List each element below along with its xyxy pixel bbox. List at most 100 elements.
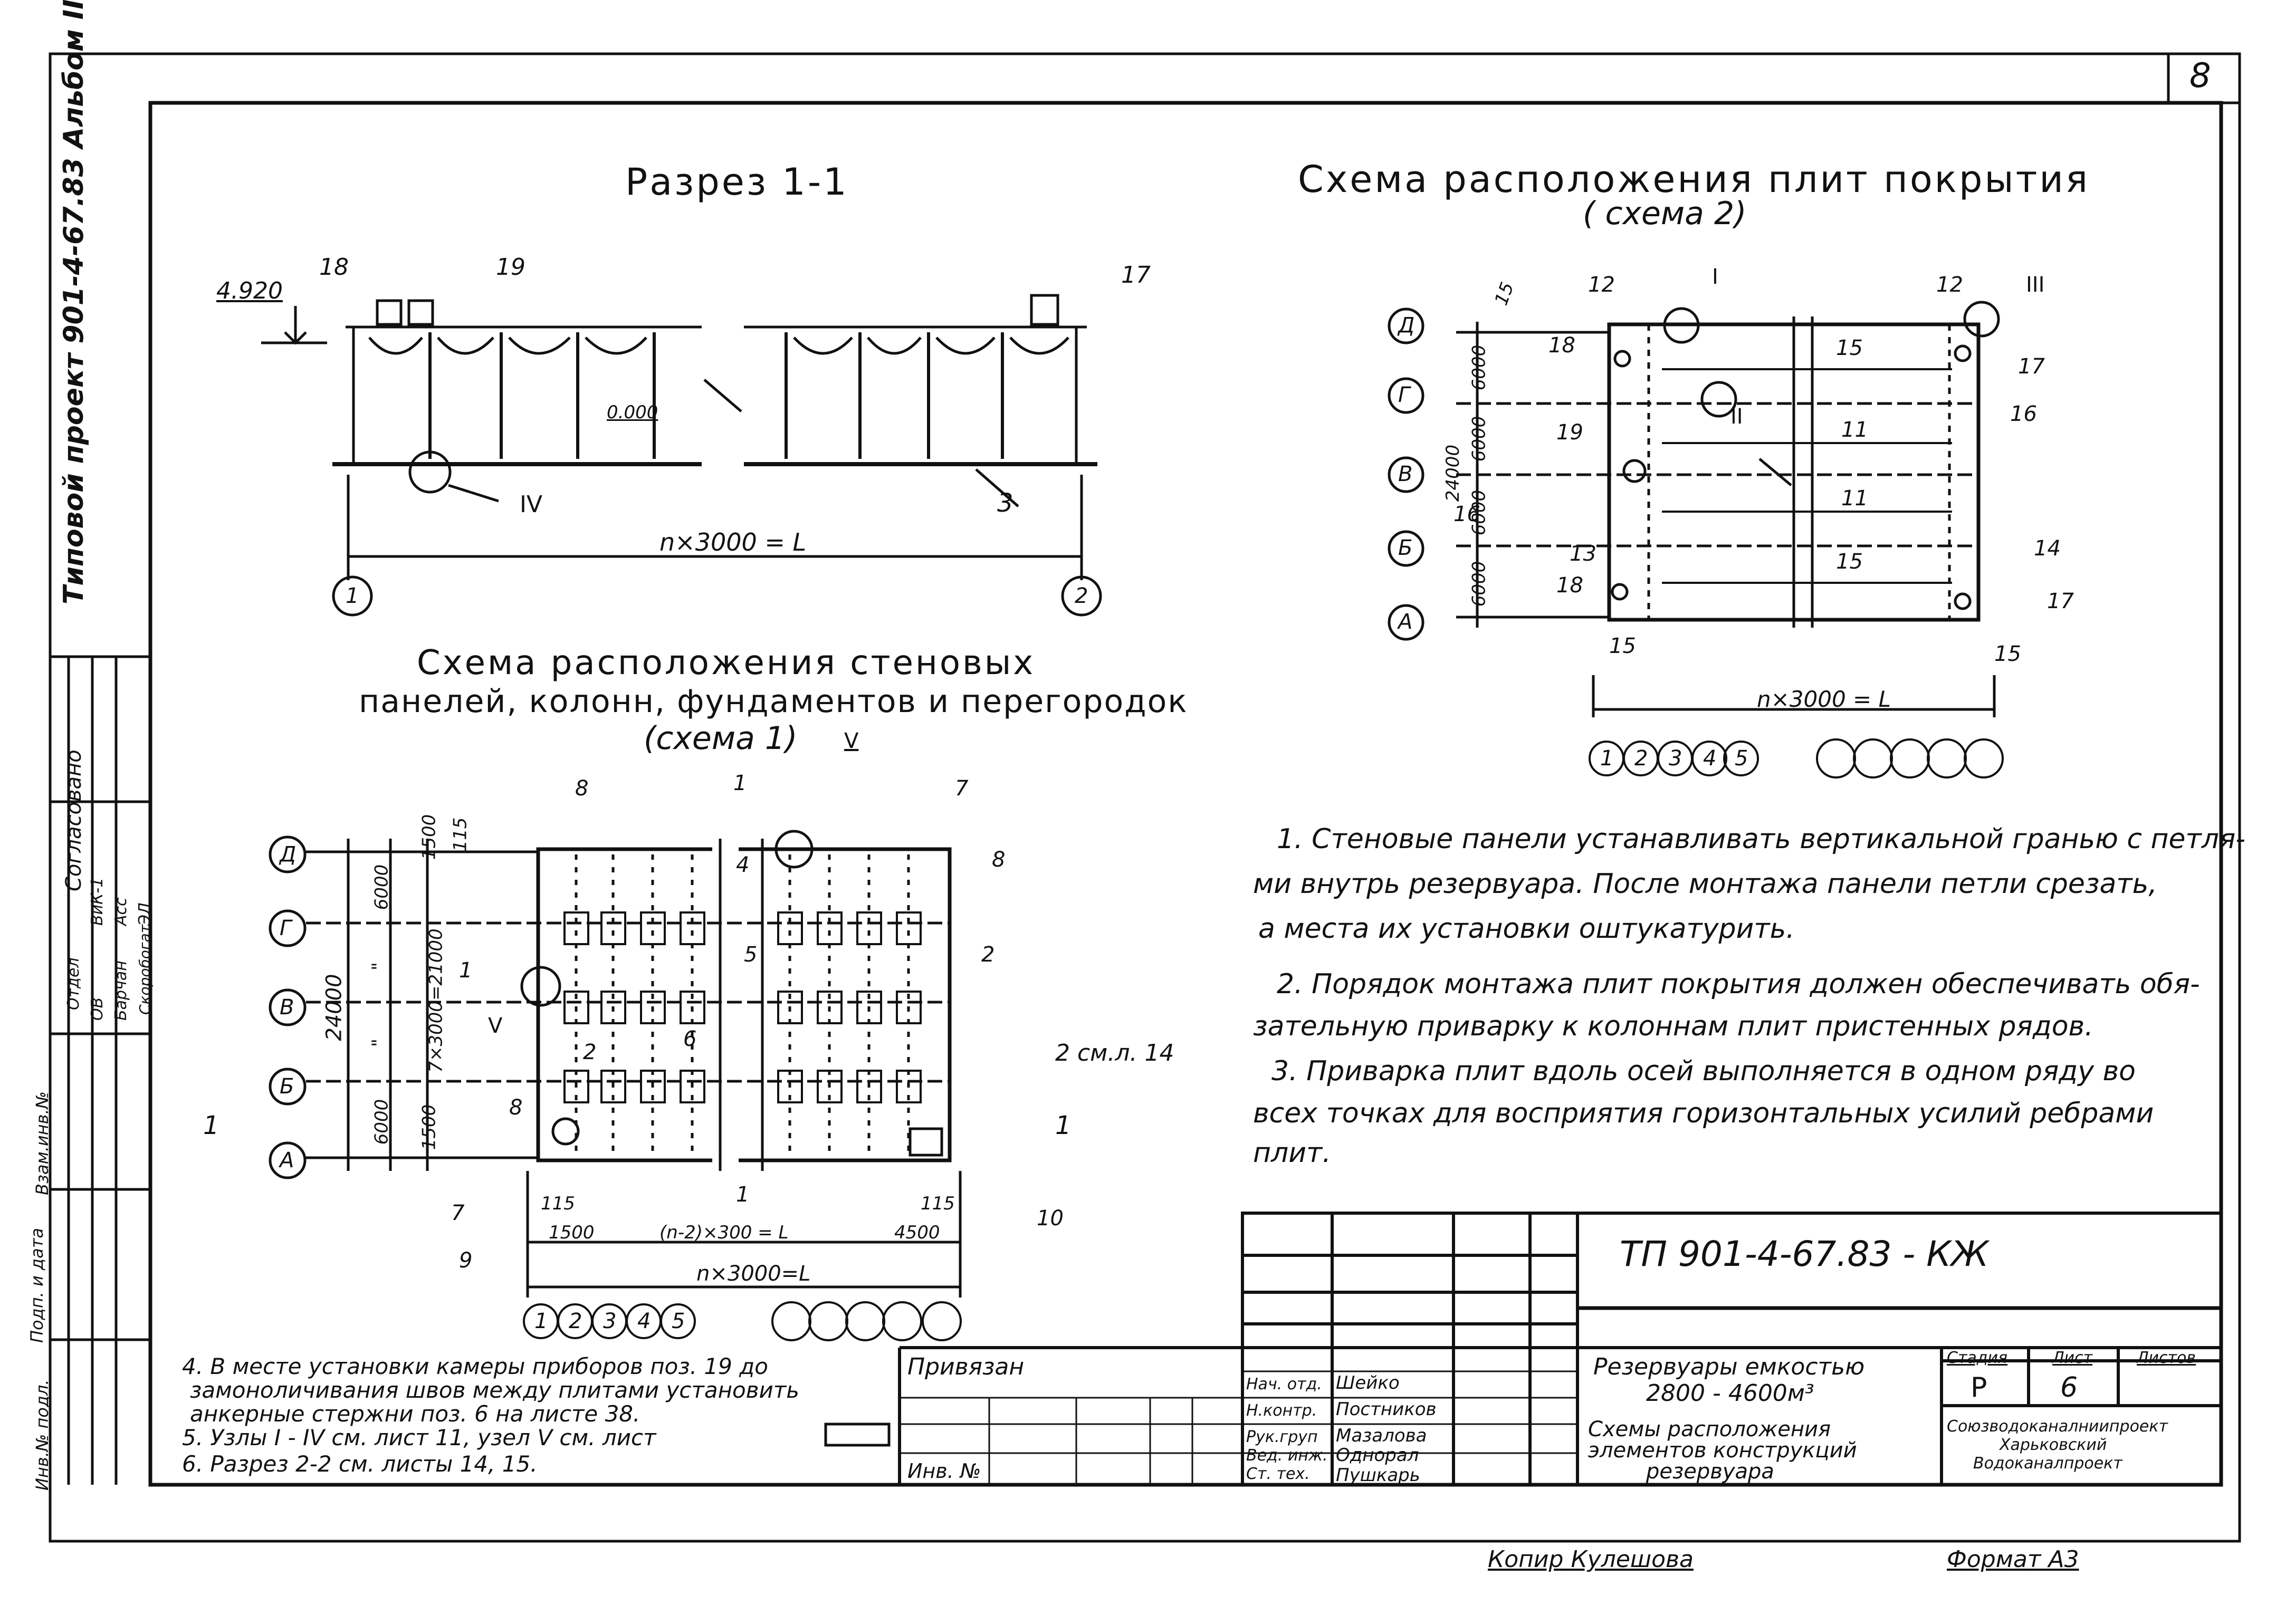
wall-callout-7b: 7 [451,1201,465,1225]
stage-value: Р [1971,1372,1987,1404]
roof-total: 24000 [1442,444,1464,502]
wall-span-2: " [368,962,389,970]
inner-frame [148,101,2223,1487]
wall-scheme-title-2: панелей, колонн, фундаментов и перегород… [359,683,1188,720]
section-11-title: Разрез 1-1 [625,160,849,204]
wall-axis-g: Г [280,916,292,940]
section-ref-2: 2 см.л. 14 [1055,1040,1174,1066]
sheet-title-2: элементов конструкций [1588,1438,1857,1463]
roof-axis-g: Г [1398,383,1410,407]
wall-callout-v-top: V [844,729,859,753]
name-0: Шейко [1336,1372,1400,1394]
wall-callout-8a: 8 [575,776,589,801]
wall-dim-115: 115 [450,817,471,852]
wall-callout-7a: 7 [955,776,969,801]
axis-2: 2 [1075,584,1088,608]
roof-axis-b: Б [1398,536,1413,560]
roof-callout-18a: 18 [1548,333,1575,358]
roof-dimension: n×3000 = L [1757,686,1891,712]
wall-scheme-drawing [269,830,962,1447]
note-3c: плит. [1253,1137,1331,1169]
note-1c: а места их установки оштукатурить. [1258,913,1795,945]
vzam-inv-label: Взам.инв.№ [32,1091,52,1195]
sheet-value: 6 [2060,1372,2078,1404]
project-side-title: Типовой проект 901-4-67.83 Альбом III [58,0,90,604]
wall-span-4: 6000 [371,1099,393,1145]
roof-axis-d: Д [1398,313,1415,338]
title-block-lines [898,1212,2223,1486]
wall-callout-8c: 8 [509,1096,523,1120]
roof-callout-15d: 15 [1994,642,2021,666]
roof-axis-num-4: 4 [1703,746,1717,771]
role-1: Н.контр. [1246,1401,1317,1420]
roof-callout-17b: 17 [2047,589,2074,613]
callout-17: 17 [1121,262,1151,289]
wall-bottom-dim-115a: 115 [541,1193,575,1214]
note-1b: ми внутрь резервуара. После монтажа пане… [1253,868,2157,900]
agreed-label: Согласовано [62,749,86,891]
roof-axis-num-2: 2 [1634,746,1648,771]
roof-callout-12a: 12 [1588,273,1615,297]
wall-callout-8b: 8 [992,848,1006,872]
wall-inner-total: 7×3000=21000 [425,928,447,1073]
object-line-1: Резервуары емкостью [1593,1353,1865,1380]
object-line-2: 2800 - 4600м³ [1646,1380,1814,1407]
org-line-3: Водоканалпроект [1973,1454,2122,1473]
roof-axis-num-1: 1 [1600,746,1614,771]
sheets-label: Листов [2137,1349,2196,1367]
dept-row-0: Отдел [64,957,83,1010]
org-line-2: Харьковский [2000,1436,2107,1454]
sheet-title-3: резервуара [1646,1459,1774,1484]
wall-axis-d: Д [280,842,297,867]
roof-callout-14: 14 [2034,536,2061,561]
wall-callout-2: 2 [981,943,995,967]
name-1: Постников [1336,1399,1437,1420]
roof-axis-v: В [1398,462,1413,486]
sheet-label: Лист [2052,1349,2093,1367]
roof-callout-ii: II [1730,405,1743,429]
role-4: Ст. тех. [1246,1465,1310,1483]
sheet-number-box [2167,52,2241,104]
outer-frame [49,52,2241,1543]
roof-axis-num-3: 3 [1669,746,1682,771]
roof-callout-17a: 17 [2018,354,2045,379]
wall-total: 24000 [322,974,347,1041]
wall-scheme-title-1: Схема расположения стеновых [417,643,1036,683]
note-6: 6. Разрез 2-2 см. листы 14, 15. [182,1451,538,1477]
footer-format: Формат А3 [1947,1546,2079,1573]
roof-callout-15b: 15 [1836,550,1863,574]
wall-callout-v-left: V [488,1014,503,1038]
section-1-1-drawing [261,294,1102,617]
sheet-number: 8 [2189,56,2211,95]
wall-callout-10: 10 [1037,1206,1064,1231]
dept-row-6: ОВ [88,997,107,1021]
org-line-1: Союзводоканалниипроект [1947,1417,2168,1436]
role-2: Рук.груп [1246,1428,1318,1446]
wall-bottom-dim-1500: 1500 [549,1222,595,1243]
roof-callout-15a: 15 [1836,336,1863,360]
sheet-title-1: Схемы расположения [1588,1417,1831,1442]
wall-callout-1b: 1 [459,958,473,983]
note-3a: 3. Приварка плит вдоль осей выполняется … [1271,1055,2136,1087]
roof-callout-15c: 15 [1609,634,1636,658]
elevation-top: 4.920 [216,277,283,304]
roof-callout-16b: 16 [1453,502,1480,526]
wall-axis-num-5: 5 [672,1309,685,1333]
wall-callout-6: 6 [683,1027,697,1051]
roof-callout-16a: 16 [2010,402,2037,426]
wall-callout-4: 4 [736,853,750,877]
role-3: Вед. инж. [1246,1446,1328,1465]
footer-copy: Копир Кулешова [1488,1546,1694,1573]
wall-callout-5: 5 [744,943,758,967]
roof-callout-iii: III [2026,273,2045,297]
roof-callout-13: 13 [1570,542,1596,566]
inv-podl-label: Инв.№ подл. [32,1379,52,1491]
note-5: 5. Узлы I - IV см. лист 11, узел V см. л… [182,1425,656,1450]
privyazan-label: Привязан [907,1353,1025,1380]
note-1a: 1. Стеновые панели устанавливать вертика… [1277,823,2246,855]
role-0: Нач. отд. [1246,1375,1322,1394]
wall-bottom-total: n×3000=L [696,1262,811,1286]
wall-scheme-subtitle: (схема 1) [644,720,798,757]
callout-19: 19 [496,254,525,281]
